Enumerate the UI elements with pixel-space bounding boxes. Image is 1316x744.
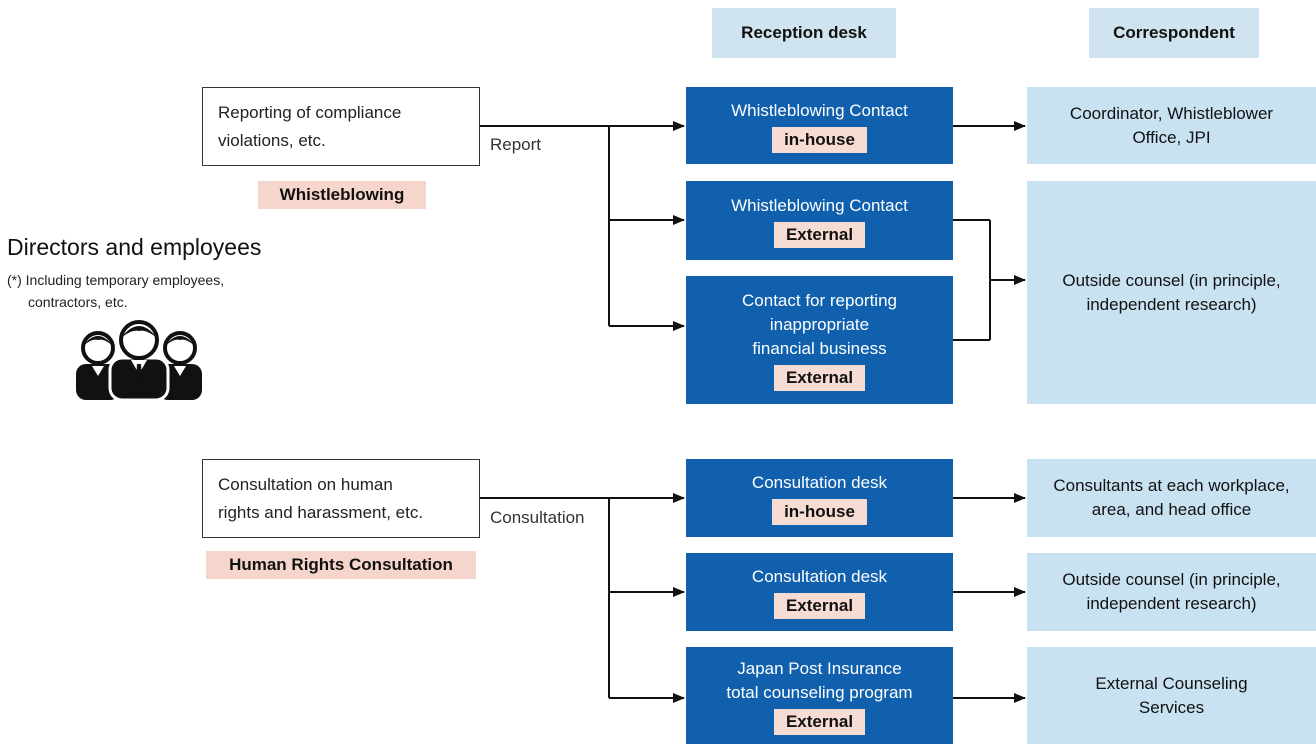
desk-tag: External [773, 593, 866, 619]
correspondent-line1: Consultants at each workplace, [1053, 476, 1290, 495]
correspondent-line2: Services [1138, 697, 1205, 717]
consultation-source-line1: Consultation on human [218, 475, 393, 494]
desk-title: Whistleblowing Contact [731, 195, 908, 215]
desk-consultation-external: Consultation desk External [686, 553, 953, 631]
correspondent-outside-counsel-1: Outside counsel (in principle, independe… [1027, 181, 1316, 404]
desk-whistleblowing-inhouse: Whistleblowing Contact in-house [686, 87, 953, 164]
reporting-source-box: Reporting of compliance violations, etc. [202, 87, 480, 166]
desk-title-line2: total counseling program [726, 682, 913, 702]
desk-title: Consultation desk [751, 567, 888, 586]
report-label: Report [490, 135, 542, 154]
desk-counseling-program-external: Japan Post Insurance total counseling pr… [686, 647, 953, 744]
correspondent-line1: External Counseling [1095, 673, 1248, 693]
correspondent-line2: area, and head office [1091, 500, 1252, 519]
whistleblowing-category-tag: Whistleblowing [258, 181, 426, 209]
correspondent-coordinator: Coordinator, Whistleblower Office, JPI [1027, 87, 1316, 164]
correspondent-line2: independent research) [1086, 594, 1257, 613]
human-rights-category-tag: Human Rights Consultation [206, 551, 476, 579]
correspondent-header: Correspondent [1089, 8, 1259, 58]
desk-consultation-inhouse: Consultation desk in-house [686, 459, 953, 537]
desk-title: Whistleblowing Contact [731, 100, 908, 120]
desk-tag: External [773, 221, 866, 248]
desk-tag: External [773, 708, 866, 735]
three-people-icon [76, 320, 202, 400]
correspondent-line1: Outside counsel (in principle, [1062, 570, 1281, 589]
correspondent-consultants: Consultants at each workplace, area, and… [1027, 459, 1316, 537]
desk-title-line3: financial business [752, 339, 887, 358]
reporting-source-line2: violations, etc. [218, 131, 326, 150]
desk-financial-business-external: Contact for reporting inappropriate fina… [686, 276, 953, 404]
desk-title: Consultation desk [751, 473, 888, 492]
desk-tag: External [773, 365, 866, 391]
people-note-line2: contractors, etc. [28, 294, 128, 310]
desk-whistleblowing-external: Whistleblowing Contact External [686, 181, 953, 260]
desk-title-line1: Contact for reporting [742, 291, 897, 310]
consultation-source-box: Consultation on human rights and harassm… [202, 459, 480, 538]
people-title: Directors and employees [7, 234, 262, 260]
people-note-line1: (*) Including temporary employees, [7, 272, 225, 288]
reception-desk-header: Reception desk [712, 8, 896, 58]
correspondent-counseling-services: External Counseling Services [1027, 647, 1316, 744]
desk-title-line1: Japan Post Insurance [737, 658, 902, 678]
correspondent-line1: Coordinator, Whistleblower [1069, 103, 1274, 123]
reporting-source-line1: Reporting of compliance [218, 103, 402, 122]
desk-tag: in-house [772, 126, 867, 153]
consultation-source-line2: rights and harassment, etc. [218, 503, 424, 522]
desk-tag: in-house [772, 499, 867, 525]
correspondent-line2: Office, JPI [1132, 127, 1211, 147]
consultation-label: Consultation [490, 508, 585, 527]
correspondent-outside-counsel-2: Outside counsel (in principle, independe… [1027, 553, 1316, 631]
correspondent-line2: independent research) [1086, 294, 1257, 314]
desk-title-line2: inappropriate [769, 315, 870, 334]
correspondent-line1: Outside counsel (in principle, [1062, 270, 1281, 290]
